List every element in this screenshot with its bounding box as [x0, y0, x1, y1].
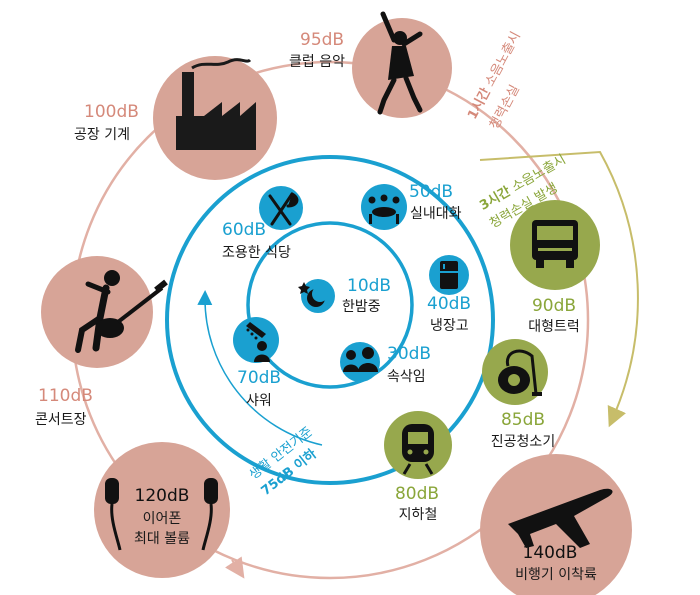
club-label: 클럽 음악 [289, 54, 345, 70]
night-db: 10dB [347, 276, 392, 296]
conversation-db: 50dB [409, 182, 454, 202]
concert-db: 110dB [38, 386, 93, 406]
night-label: 한밤중 [342, 299, 381, 315]
earphones-icon [105, 478, 218, 551]
meeting-table-icon [368, 194, 400, 224]
vacuum-icon [498, 349, 542, 396]
whisper-circle [340, 342, 380, 382]
restaurant-db: 60dB [222, 220, 267, 240]
airplane-label: 비행기 이착륙 [515, 567, 597, 583]
shower-label: 샤워 [246, 393, 272, 409]
airplane-db: 140dB [522, 543, 578, 563]
fridge-label: 냉장고 [430, 318, 469, 334]
blue-inner-ring [246, 221, 414, 389]
conversation-label: 실내대화 [410, 206, 462, 222]
refrigerator-icon [440, 261, 458, 289]
airplane-circle [480, 454, 632, 595]
safe-arrow [197, 290, 323, 446]
outer-ring-arrow [225, 556, 245, 579]
whisper-label: 속삭임 [387, 369, 426, 385]
guitarist-icon [75, 270, 168, 353]
truck-icon [532, 220, 578, 268]
airplane-icon [508, 488, 613, 548]
dancer-icon [377, 11, 423, 115]
people-whisper-icon [343, 347, 378, 372]
factory-icon [176, 58, 256, 150]
whisper-db: 30dB [387, 344, 432, 364]
restaurant-label: 조용한 식당 [222, 245, 291, 261]
subway-label: 지하철 [398, 507, 438, 523]
shower-circle [233, 317, 279, 363]
earphone-label-2: 최대 볼륨 [134, 531, 190, 547]
concert-circle [41, 256, 153, 368]
truck-db: 90dB [531, 296, 577, 316]
vacuum-label: 진공청소기 [490, 434, 556, 450]
subway-db: 80dB [394, 484, 440, 504]
shower-icon [246, 322, 270, 362]
fork-knife-icon [268, 192, 299, 226]
truck-label: 대형트럭 [528, 319, 580, 335]
train-icon [402, 424, 434, 475]
earphone-circle [94, 442, 230, 578]
blue-outer-ring [165, 155, 495, 485]
fridge-db: 40dB [427, 294, 472, 314]
earphone-db: 120dB [134, 486, 190, 506]
factory-db: 100dB [84, 102, 139, 122]
factory-label: 공장 기계 [74, 127, 130, 143]
club-db: 95dB [300, 30, 345, 50]
concert-label: 콘서트장 [35, 412, 87, 428]
moon-icon [298, 282, 328, 307]
shower-db: 70dB [237, 368, 282, 388]
vacuum-db: 85dB [500, 410, 546, 430]
three-hour-arrow [479, 150, 639, 428]
earphone-label-1: 이어폰 [142, 511, 182, 527]
